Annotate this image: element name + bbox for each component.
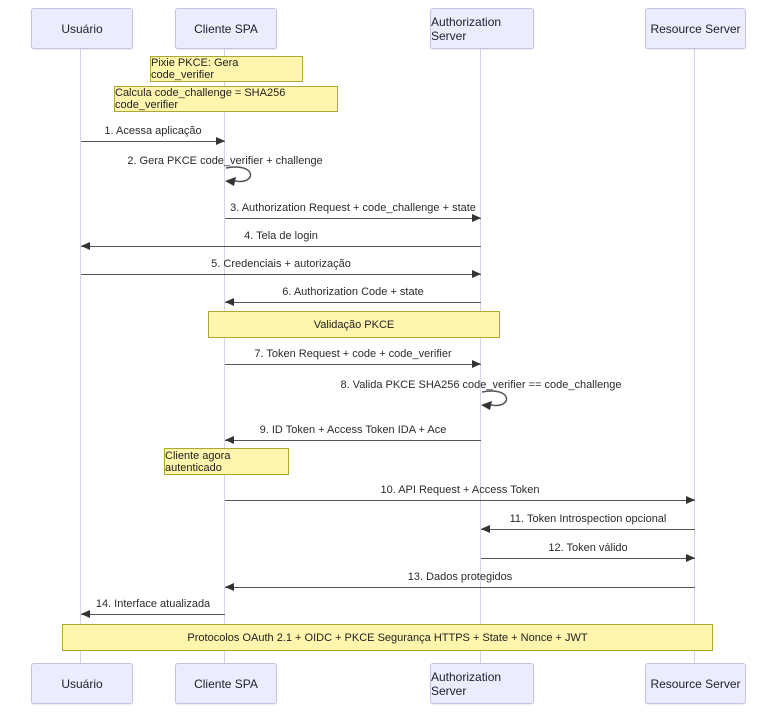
- message-1-arrow: [81, 140, 225, 142]
- message-6-arrow: [225, 301, 481, 303]
- message-12-label: 12. Token válido: [548, 542, 628, 554]
- message-11-label: 11. Token Introspection opcional: [509, 513, 667, 525]
- note-pkce-gera-code-verifier: Pixie PKCE: Gera code_verifier: [150, 56, 303, 82]
- arrowhead-left-icon: [81, 610, 90, 618]
- self-loop-icon: [481, 390, 508, 410]
- message-7-arrow: [225, 363, 481, 365]
- message-1-label: 1. Acessa aplicação: [104, 125, 202, 137]
- message-4-arrow: [81, 245, 481, 247]
- arrowhead-right-icon: [472, 360, 481, 368]
- note-cliente-autenticado: Cliente agora autenticado: [164, 448, 289, 475]
- arrowhead-right-icon: [216, 137, 225, 145]
- lifeline-authorization-server: [480, 47, 481, 664]
- arrowhead-left-icon: [225, 298, 234, 306]
- arrowhead-right-icon: [472, 214, 481, 222]
- message-13-label: 13. Dados protegidos: [407, 571, 513, 583]
- note-protocolos: Protocolos OAuth 2.1 + OIDC + PKCE Segur…: [62, 624, 713, 651]
- message-1: 1. Acessa aplicação: [81, 125, 225, 145]
- note-validacao-pkce: Validação PKCE: [208, 311, 500, 338]
- message-6: 6. Authorization Code + state: [225, 286, 481, 306]
- message-7: 7. Token Request + code + code_verifier: [225, 348, 481, 368]
- message-14-arrow: [81, 613, 225, 615]
- message-7-label: 7. Token Request + code + code_verifier: [254, 348, 452, 360]
- lifeline-resource-server: [694, 47, 695, 664]
- arrowhead-right-icon: [472, 270, 481, 278]
- message-9: 9. ID Token + Access Token IDA + Ace: [225, 424, 481, 444]
- message-2-label: 2. Gera PKCE code_verifier + challenge: [127, 155, 323, 167]
- participant-usuario-bottom: Usuário: [31, 663, 133, 704]
- message-9-arrow: [225, 439, 481, 441]
- message-9-label: 9. ID Token + Access Token IDA + Ace: [259, 424, 447, 436]
- message-11-arrow: [481, 528, 695, 530]
- message-5-arrow: [81, 273, 481, 275]
- participant-cliente-spa-bottom: Cliente SPA: [175, 663, 277, 704]
- participant-usuario-top: Usuário: [31, 8, 133, 49]
- message-13: 13. Dados protegidos: [225, 571, 695, 591]
- message-3-arrow: [225, 217, 481, 219]
- message-3: 3. Authorization Request + code_challeng…: [225, 202, 481, 222]
- message-12: 12. Token válido: [481, 542, 695, 562]
- arrowhead-right-icon: [686, 496, 695, 504]
- message-5-label: 5. Credenciais + autorização: [211, 258, 351, 270]
- message-11: 11. Token Introspection opcional: [481, 513, 695, 533]
- participant-resource-server-top: Resource Server: [645, 8, 746, 49]
- participant-resource-server-bottom: Resource Server: [645, 663, 746, 704]
- arrowhead-left-icon: [225, 583, 234, 591]
- message-4: 4. Tela de login: [81, 230, 481, 250]
- message-10: 10. API Request + Access Token: [225, 484, 695, 504]
- participant-authorization-server-top: Authorization Server: [430, 8, 534, 49]
- self-loop-icon: [225, 166, 252, 186]
- participant-authorization-server-bottom: Authorization Server: [430, 663, 534, 704]
- message-10-label: 10. API Request + Access Token: [380, 484, 540, 496]
- message-10-arrow: [225, 499, 695, 501]
- message-14: 14. Interface atualizada: [81, 598, 225, 618]
- lifeline-usuario: [80, 47, 81, 664]
- message-12-arrow: [481, 557, 695, 559]
- participant-cliente-spa-top: Cliente SPA: [175, 8, 277, 49]
- message-5: 5. Credenciais + autorização: [81, 258, 481, 278]
- arrowhead-right-icon: [686, 554, 695, 562]
- lifeline-cliente-spa: [224, 47, 225, 664]
- message-8-label: 8. Valida PKCE SHA256 code_verifier == c…: [340, 379, 622, 391]
- arrowhead-left-icon: [81, 242, 90, 250]
- message-4-label: 4. Tela de login: [244, 230, 318, 242]
- message-13-arrow: [225, 586, 695, 588]
- arrowhead-left-icon: [225, 436, 234, 444]
- arrowhead-left-icon: [481, 525, 490, 533]
- message-6-label: 6. Authorization Code + state: [282, 286, 424, 298]
- note-calcula-code-challenge: Calcula code_challenge = SHA256 code_ver…: [114, 86, 338, 112]
- message-14-label: 14. Interface atualizada: [95, 598, 211, 610]
- message-3-label: 3. Authorization Request + code_challeng…: [230, 202, 476, 214]
